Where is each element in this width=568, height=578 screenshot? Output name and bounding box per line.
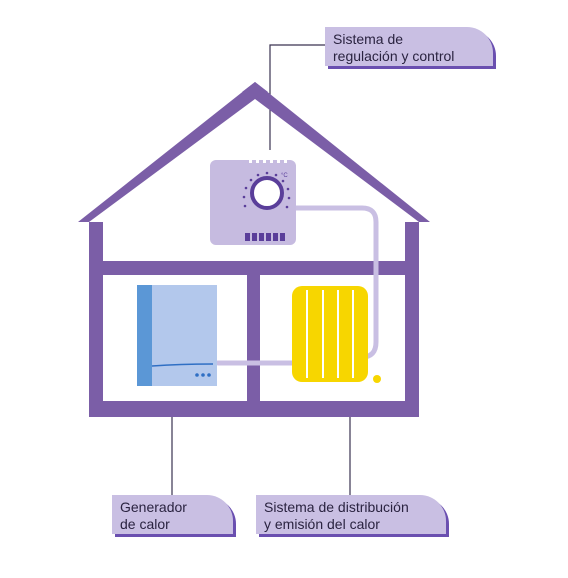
house-frame <box>78 82 430 417</box>
thermostat-dial-ticks <box>242 171 291 209</box>
radiator-fins <box>306 290 354 378</box>
thermostat-unit: °C <box>281 173 288 179</box>
label-control-system: Sistema de regulación y control <box>325 27 493 66</box>
label-control-line1: Sistema de <box>333 31 404 47</box>
boiler-front-line <box>151 363 214 367</box>
thermostat-dial <box>250 176 284 210</box>
boiler <box>137 285 217 386</box>
right-wall <box>405 222 419 417</box>
radiator <box>292 286 381 383</box>
radiator-valve <box>373 375 381 383</box>
thermostat: °C <box>210 157 296 245</box>
interior-wall <box>247 261 260 417</box>
label-generator-line2: de calor <box>120 516 170 532</box>
left-wall <box>89 222 103 417</box>
boiler-side-panel <box>137 285 152 386</box>
label-control-line2: regulación y control <box>333 48 455 64</box>
leader-line-distribution <box>256 415 351 506</box>
label-generator-line1: Generador <box>120 499 187 515</box>
thermostat-buttons <box>245 233 285 241</box>
radiator-body <box>292 286 368 382</box>
thermostat-top-vents <box>249 157 287 163</box>
label-distribution-line1: Sistema de distribución <box>264 499 409 515</box>
label-heat-generator: Generador de calor <box>112 495 233 534</box>
label-distribution-system: Sistema de distribución y emisión del ca… <box>256 495 446 534</box>
roof-ridge <box>242 82 268 92</box>
leader-line-generator <box>112 415 173 506</box>
boiler-indicator-lights <box>195 373 211 377</box>
label-distribution-line2: y emisión del calor <box>264 516 380 532</box>
leader-line-control <box>269 44 325 150</box>
